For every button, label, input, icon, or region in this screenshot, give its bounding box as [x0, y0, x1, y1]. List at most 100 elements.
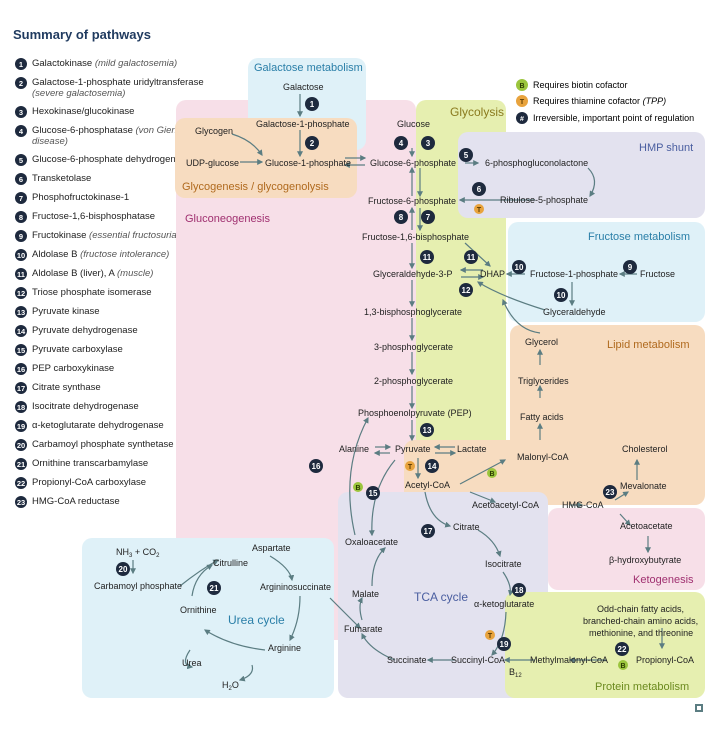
- regions: [82, 58, 705, 698]
- enzyme-number-badge: 23: [15, 496, 27, 508]
- key-thiamine-badge: T: [520, 99, 525, 106]
- enzyme-number-badge: 6: [15, 173, 27, 185]
- enzyme-badge-9: 9: [623, 260, 637, 274]
- enzyme-number-badge: 19: [15, 420, 27, 432]
- met-malate: Malate: [352, 589, 379, 599]
- svg-text:B: B: [489, 471, 494, 478]
- met-propionylcoa: Propionyl-CoA: [636, 655, 694, 665]
- met-oddchain-2: branched-chain amino acids,: [583, 616, 698, 626]
- met-methylmalonylcoa: Methylmalonyl-CoA: [530, 655, 608, 665]
- enzyme-badge-18: 18: [512, 583, 526, 597]
- met-glucose: Glucose: [397, 119, 430, 129]
- met-pg2: 2-phosphoglycerate: [374, 376, 453, 386]
- metabolites: Galactose Galactose-1-phosphate Glycogen…: [94, 82, 698, 692]
- cofactor-badges: T T B B T B: [353, 204, 628, 670]
- cofactor-key: B Requires biotin cofactor T Requires th…: [516, 79, 694, 124]
- svg-text:17: 17: [424, 527, 433, 536]
- met-g3p: Glyceraldehyde-3-P: [373, 269, 453, 279]
- enzyme-name: Pyruvate kinase: [32, 306, 100, 317]
- label-glycolysis: Glycolysis: [450, 105, 504, 119]
- publisher-logo-icon: [695, 704, 703, 712]
- met-triglycerides: Triglycerides: [518, 376, 569, 386]
- enzyme-badge-11a: 11: [420, 250, 434, 264]
- key-irreversible-badge: #: [520, 116, 524, 123]
- svg-text:T: T: [488, 633, 493, 640]
- met-nh3co2: NH3 + CO2: [116, 547, 160, 559]
- enzyme-badge-2: 2: [305, 136, 319, 150]
- enzyme-badge-12: 12: [459, 283, 473, 297]
- met-glycerol: Glycerol: [525, 337, 558, 347]
- met-carbamoylp: Carbamoyl phosphate: [94, 581, 182, 591]
- enzyme-number-badge: 11: [15, 268, 27, 280]
- enzyme-badge-10b: 10: [554, 288, 568, 302]
- enzyme-number-badge: 2: [15, 77, 27, 89]
- svg-text:10: 10: [557, 291, 566, 300]
- met-fumarate: Fumarate: [344, 624, 383, 634]
- legend-item: 6 Transketolase: [15, 173, 205, 185]
- region-hmp: [458, 132, 705, 218]
- enzyme-number-badge: 13: [15, 306, 27, 318]
- enzyme-badge-17: 17: [421, 524, 435, 538]
- met-h2o: H2O: [222, 680, 239, 692]
- svg-text:22: 22: [618, 645, 627, 654]
- thiamine-badge-hmp: T: [474, 204, 484, 214]
- svg-text:16: 16: [312, 462, 321, 471]
- met-hmgcoa: HMG-CoA: [562, 500, 604, 510]
- enzyme-name: Galactokinase: [32, 58, 93, 69]
- met-oxaloacetate: Oxaloacetate: [345, 537, 398, 547]
- met-acetoacetate: Acetoacetate: [620, 521, 673, 531]
- met-alanine: Alanine: [339, 444, 369, 454]
- met-akg: α-ketoglutarate: [474, 599, 534, 609]
- met-galactose: Galactose: [283, 82, 324, 92]
- enzyme-name: Pyruvate carboxylase: [32, 344, 123, 355]
- met-g6p: Glucose-6-phosphate: [370, 158, 456, 168]
- met-glycogen: Glycogen: [195, 126, 233, 136]
- label-protein: Protein metabolism: [595, 681, 689, 693]
- region-labels: Galactose metabolism Glycolysis Glycogen…: [182, 62, 694, 693]
- biotin-badge-pc: B: [353, 482, 363, 492]
- met-acetylcoa: Acetyl-CoA: [405, 480, 450, 490]
- met-oddchain-3: methionine, and threonine: [589, 628, 693, 638]
- label-galactose: Galactose metabolism: [254, 62, 363, 74]
- enzyme-name: Phosphofructokinase-1: [32, 192, 130, 203]
- svg-text:15: 15: [369, 489, 378, 498]
- enzyme-name: Aldolase B (liver), A: [32, 268, 115, 279]
- label-ketogenesis: Ketogenesis: [633, 574, 694, 586]
- enzyme-number-badge: 10: [15, 249, 27, 261]
- enzyme-name: PEP carboxykinase: [32, 363, 115, 374]
- enzyme-badge-22: 22: [615, 642, 629, 656]
- met-pep: Phosphoenolpyruvate (PEP): [358, 408, 472, 418]
- met-glc1p: Glucose-1-phosphate: [265, 158, 351, 168]
- enzyme-number-badge: 16: [15, 363, 27, 375]
- enzyme-note: (essential fructosuria): [89, 230, 180, 241]
- enzyme-name: Fructokinase: [32, 230, 87, 241]
- enzyme-number-badge: 15: [15, 344, 27, 356]
- pathway-arrows: [130, 94, 665, 682]
- met-pyruvate: Pyruvate: [395, 444, 431, 454]
- label-hmp: HMP shunt: [639, 142, 693, 154]
- enzyme-badge-13: 13: [420, 423, 434, 437]
- legend-title: Summary of pathways: [13, 27, 151, 42]
- enzyme-badge-23: 23: [603, 485, 617, 499]
- enzyme-badge-16: 16: [309, 459, 323, 473]
- svg-text:8: 8: [399, 213, 404, 222]
- enzyme-name: α-ketoglutarate dehydrogenase: [32, 420, 164, 431]
- svg-text:1: 1: [310, 100, 315, 109]
- met-argsucc: Argininosuccinate: [260, 582, 331, 592]
- enzyme-number-badge: 7: [15, 192, 27, 204]
- enzyme-number-badge: 14: [15, 325, 27, 337]
- met-f6p: Fructose-6-phosphate: [368, 196, 456, 206]
- enzyme-name: Transketolase: [32, 173, 92, 184]
- enzyme-number-badge: 21: [15, 458, 27, 470]
